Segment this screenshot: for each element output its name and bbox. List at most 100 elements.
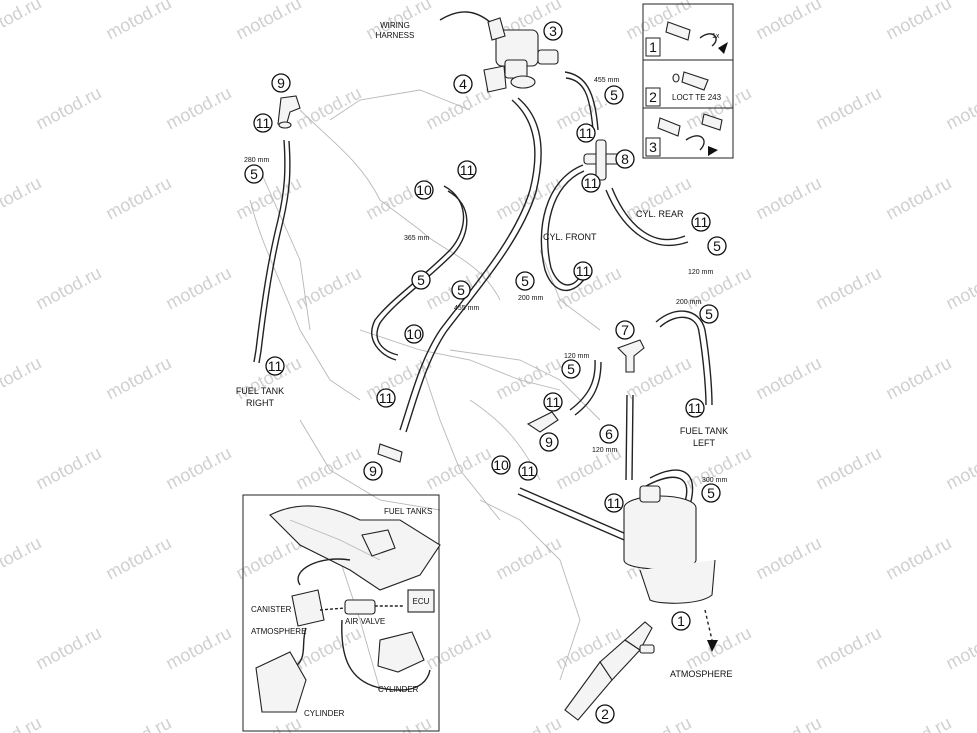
watermark-text: motod.ru [682, 623, 754, 674]
assembly-steps-box: 1 2 3 1x LOCT TE 243 [642, 3, 734, 159]
watermark-text: motod.ru [102, 0, 174, 44]
svg-text:9: 9 [369, 463, 377, 479]
callout-1: 1 [671, 611, 691, 631]
watermark-text: motod.ru [32, 623, 104, 674]
watermark-text: motod.ru [32, 263, 104, 314]
svg-text:5: 5 [610, 87, 618, 103]
svg-text:10: 10 [406, 326, 422, 342]
filter [564, 621, 655, 721]
dim-300: 300 mm [702, 477, 727, 484]
callout-11e: 11 [691, 212, 711, 232]
inset-cylinder-rear-label: CYLINDER [378, 685, 419, 694]
watermark-text: motod.ru [942, 83, 977, 134]
svg-text:9: 9 [545, 434, 553, 450]
svg-text:11: 11 [460, 162, 475, 178]
dim-455-top: 455 mm [594, 77, 619, 84]
y-piece [617, 339, 645, 373]
watermark-text: motod.ru [422, 623, 494, 674]
watermark-text: motod.ru [0, 533, 45, 584]
watermark-text: motod.ru [812, 443, 884, 494]
fitting-low [377, 443, 403, 463]
watermark-text: motod.ru [942, 623, 977, 674]
svg-text:5: 5 [567, 361, 575, 377]
svg-text:4: 4 [459, 76, 467, 92]
text-labels: WIRING HARNESS FUEL TANK RIGHT FUEL TANK… [236, 21, 733, 679]
watermark-text: motod.ru [752, 533, 824, 584]
watermark-text: motod.ru [812, 83, 884, 134]
watermark-text: motod.ru [232, 0, 304, 44]
label-wiring: WIRING [380, 21, 410, 30]
callout-5f: 5 [515, 271, 535, 291]
canister [623, 485, 716, 604]
callout-5c: 5 [707, 236, 727, 256]
watermark-text: motod.ru [102, 173, 174, 224]
callout-7: 7 [615, 320, 635, 340]
watermark-text: motod.ru [102, 353, 174, 404]
dim-120-a: 120 mm [564, 353, 589, 360]
watermark-text: motod.ru [362, 713, 434, 733]
dim-280: 280 mm [244, 157, 269, 164]
watermark-text: motod.ru [0, 0, 45, 44]
watermark-text: motod.ru [682, 443, 754, 494]
inset-cylinder-front-label: CYLINDER [304, 709, 345, 718]
svg-text:11: 11 [546, 394, 561, 410]
svg-text:5: 5 [417, 272, 425, 288]
watermark-text: motod.ru [0, 713, 45, 733]
callout-layer: 3 4 9 11 5 5 11 8 11 11 10 11 5 11 5 5 5… [244, 21, 727, 724]
label-harness: HARNESS [376, 31, 415, 40]
svg-text:5: 5 [713, 238, 721, 254]
svg-text:6: 6 [605, 426, 613, 442]
watermark-text: motod.ru [882, 353, 954, 404]
watermark-text: motod.ru [492, 533, 564, 584]
label-cyl-front: CYL. FRONT [543, 232, 597, 242]
svg-text:11: 11 [584, 175, 599, 191]
watermark-text: motod.ru [32, 83, 104, 134]
watermark-text: motod.ru [32, 443, 104, 494]
callout-11l: 11 [604, 493, 624, 513]
callout-3: 3 [543, 21, 563, 41]
svg-text:11: 11 [607, 495, 622, 511]
label-fuel-tank-left-2: LEFT [693, 438, 716, 448]
watermark-text: motod.ru [752, 713, 824, 733]
callout-11g: 11 [265, 356, 285, 376]
watermark-text: motod.ru [882, 713, 954, 733]
callout-10c: 10 [491, 455, 511, 475]
callout-10b: 10 [404, 324, 424, 344]
frame-sketch [249, 89, 601, 691]
svg-text:10: 10 [493, 457, 509, 473]
svg-text:5: 5 [250, 166, 258, 182]
label-fuel-tank-right-2: RIGHT [246, 398, 275, 408]
watermark-text: motod.ru [0, 353, 45, 404]
watermark-text: motod.ru [292, 83, 364, 134]
parts [277, 11, 718, 721]
svg-text:1: 1 [677, 613, 685, 629]
svg-text:9: 9 [277, 75, 285, 91]
fitting-mid [526, 411, 559, 433]
step-3-number: 3 [649, 139, 657, 155]
solenoid-valve [439, 11, 559, 89]
watermark-text: motod.ru [622, 713, 694, 733]
callout-11j: 11 [685, 398, 705, 418]
inset-air-valve-label: AIR VALVE [345, 617, 385, 626]
watermark-text: motod.ru [752, 0, 824, 44]
dim-200-front: 200 mm [518, 295, 543, 302]
callout-4: 4 [453, 74, 473, 94]
watermark-text: motod.ru [752, 173, 824, 224]
watermark-text: motod.ru [102, 533, 174, 584]
svg-text:11: 11 [268, 358, 283, 374]
svg-text:5: 5 [705, 306, 713, 322]
callout-5b: 5 [604, 85, 624, 105]
svg-text:2: 2 [601, 706, 609, 722]
svg-text:11: 11 [694, 214, 709, 230]
inset-ecu-label: ECU [413, 597, 430, 606]
watermark-text: motod.ru [492, 713, 564, 733]
callout-5a: 5 [244, 164, 264, 184]
svg-text:11: 11 [521, 463, 536, 479]
fitting-elbow [277, 95, 301, 127]
label-fuel-tank-left-1: FUEL TANK [680, 426, 728, 436]
watermark-text: motod.ru [292, 263, 364, 314]
watermark-text: motod.ru [232, 173, 304, 224]
dim-120-rear: 120 mm [688, 269, 713, 276]
dim-120-b: 120 mm [592, 447, 617, 454]
